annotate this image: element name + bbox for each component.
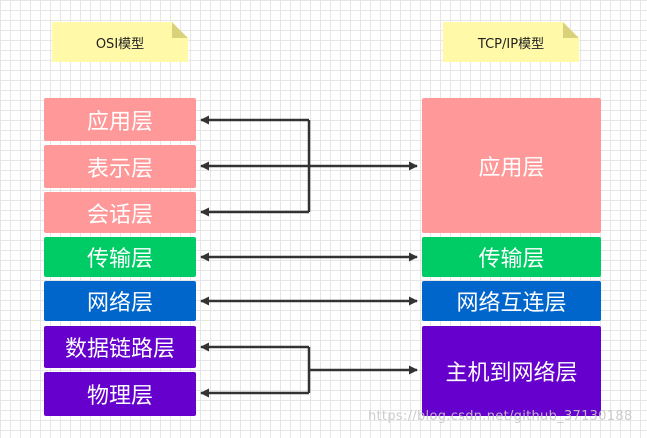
tcpip-internet-layer: 网络互连层	[422, 281, 601, 321]
tcpip-host-to-network-layer: 主机到网络层	[422, 326, 601, 416]
tcpip-application-layer: 应用层	[422, 98, 601, 233]
osi-data-link-layer: 数据链路层	[44, 326, 196, 368]
osi-presentation-layer: 表示层	[44, 145, 196, 188]
osi-model-title: OSI模型	[95, 36, 145, 52]
tcpip-model-title: TCP/IP模型	[477, 36, 545, 52]
tcpip-model-note: TCP/IP模型	[443, 22, 579, 62]
tcpip-transport-layer: 传输层	[422, 237, 601, 277]
osi-model-note: OSI模型	[52, 22, 188, 62]
osi-transport-layer: 传输层	[44, 237, 196, 277]
osi-network-layer: 网络层	[44, 281, 196, 321]
watermark: https://blog.csdn.net/github_37130188	[368, 409, 633, 424]
osi-session-layer: 会话层	[44, 192, 196, 233]
osi-application-layer: 应用层	[44, 98, 196, 141]
osi-physical-layer: 物理层	[44, 372, 196, 416]
